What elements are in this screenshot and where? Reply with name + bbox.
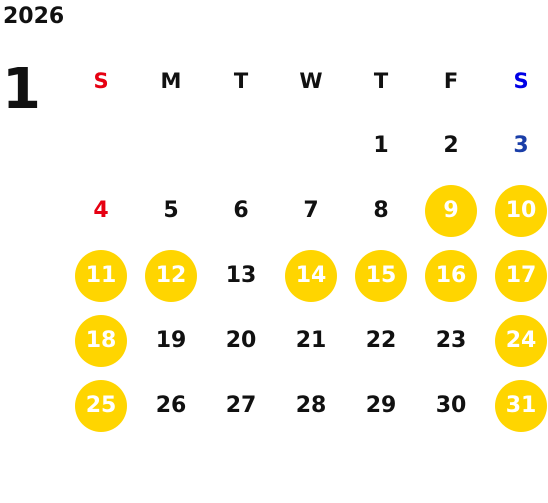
day-14: 14: [285, 249, 337, 302]
calendar-year: 2026: [3, 4, 65, 29]
day-cell: 3: [486, 113, 548, 178]
weekday-sun: S: [93, 68, 109, 93]
day-cell: 10: [486, 178, 548, 243]
day-cell: 29: [346, 373, 416, 438]
weekday-fri: F: [443, 68, 459, 93]
day-2: 2: [443, 133, 459, 158]
day-11: 11: [75, 249, 127, 302]
day-22: 22: [365, 328, 397, 353]
day-cell: 22: [346, 308, 416, 373]
week-row: 1 2 3: [66, 113, 548, 178]
day-cell: 13: [206, 243, 276, 308]
day-23: 23: [435, 328, 467, 353]
day-cell: 6: [206, 178, 276, 243]
day-3: 3: [513, 133, 529, 158]
day-8: 8: [373, 198, 389, 223]
day-cell: 24: [486, 308, 548, 373]
day-27: 27: [225, 393, 257, 418]
day-cell: 27: [206, 373, 276, 438]
day-cell: 18: [66, 308, 136, 373]
day-cell: 17: [486, 243, 548, 308]
day-10: 10: [495, 184, 547, 237]
day-13: 13: [225, 263, 257, 288]
day-26: 26: [155, 393, 187, 418]
calendar-month: 1: [2, 57, 41, 122]
day-18: 18: [75, 314, 127, 367]
day-cell: 1: [346, 113, 416, 178]
day-cell: 26: [136, 373, 206, 438]
day-20: 20: [225, 328, 257, 353]
day-cell: 7: [276, 178, 346, 243]
weekday-tue: T: [233, 68, 249, 93]
weekday-wed: W: [299, 68, 323, 93]
week-row: 4 5 6 7 8 9 10: [66, 178, 548, 243]
day-9: 9: [425, 184, 477, 237]
day-29: 29: [365, 393, 397, 418]
day-cell: 30: [416, 373, 486, 438]
day-cell: [136, 113, 206, 178]
day-cell: 4: [66, 178, 136, 243]
day-cell: 23: [416, 308, 486, 373]
week-row: 18 19 20 21 22 23 24: [66, 308, 548, 373]
day-cell: 8: [346, 178, 416, 243]
day-cell: [66, 113, 136, 178]
week-row: 25 26 27 28 29 30 31: [66, 373, 548, 438]
day-cell: [276, 113, 346, 178]
day-4: 4: [93, 198, 109, 223]
day-cell: 25: [66, 373, 136, 438]
weekday-header-row: S M T W T F S: [66, 48, 548, 113]
day-cell: 9: [416, 178, 486, 243]
day-cell: 16: [416, 243, 486, 308]
weekday-sat: S: [513, 68, 529, 93]
day-cell: 20: [206, 308, 276, 373]
day-cell: 19: [136, 308, 206, 373]
day-7: 7: [303, 198, 319, 223]
day-cell: [206, 113, 276, 178]
day-cell: 12: [136, 243, 206, 308]
day-cell: 5: [136, 178, 206, 243]
day-25: 25: [75, 379, 127, 432]
day-cell: 2: [416, 113, 486, 178]
day-5: 5: [163, 198, 179, 223]
day-30: 30: [435, 393, 467, 418]
day-cell: 14: [276, 243, 346, 308]
day-21: 21: [295, 328, 327, 353]
weekday-thu: T: [373, 68, 389, 93]
day-28: 28: [295, 393, 327, 418]
day-16: 16: [425, 249, 477, 302]
day-12: 12: [145, 249, 197, 302]
weekday-mon: M: [160, 68, 182, 93]
day-cell: 15: [346, 243, 416, 308]
day-17: 17: [495, 249, 547, 302]
day-24: 24: [495, 314, 547, 367]
day-cell: 21: [276, 308, 346, 373]
day-cell: 11: [66, 243, 136, 308]
day-1: 1: [373, 133, 389, 158]
day-31: 31: [495, 379, 547, 432]
day-19: 19: [155, 328, 187, 353]
day-15: 15: [355, 249, 407, 302]
week-row: 11 12 13 14 15 16 17: [66, 243, 548, 308]
day-6: 6: [233, 198, 249, 223]
day-cell: 28: [276, 373, 346, 438]
day-cell: 31: [486, 373, 548, 438]
